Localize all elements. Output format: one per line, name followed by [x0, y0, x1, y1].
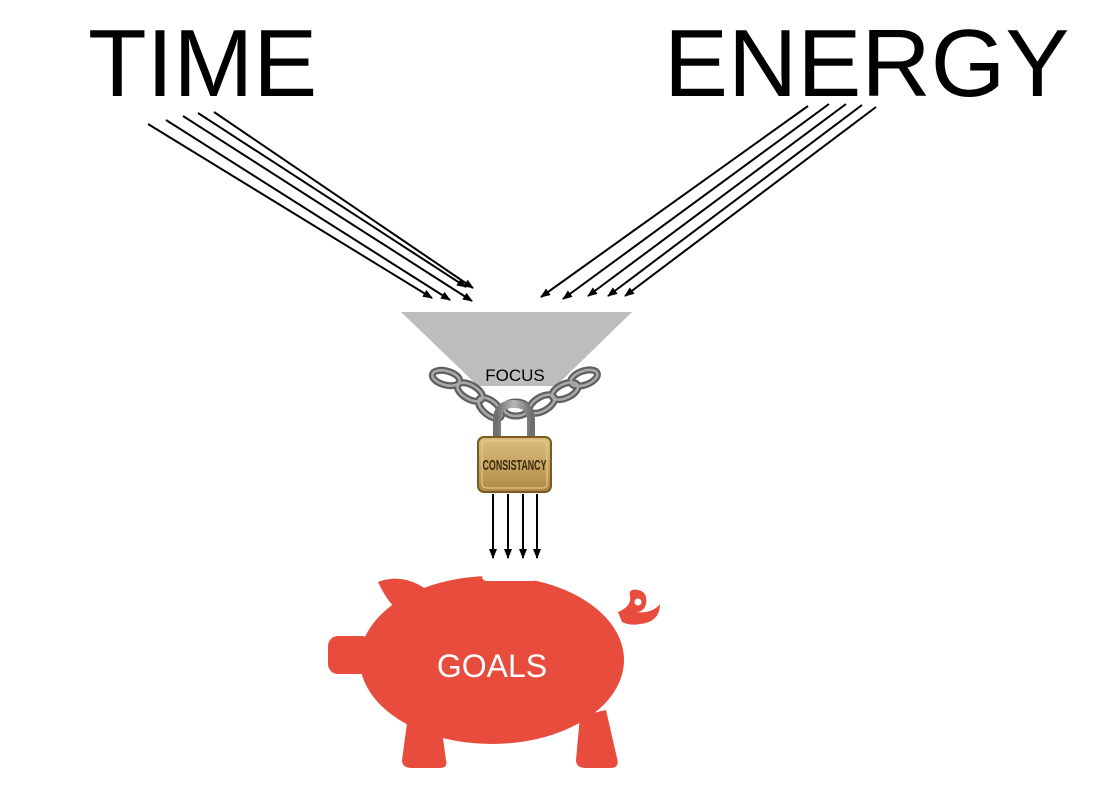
time-arrow [213, 111, 474, 289]
goals-label: GOALS [437, 648, 547, 684]
time-arrow [197, 112, 467, 288]
energy-arrow [540, 105, 809, 298]
energy-arrow [607, 104, 863, 297]
piggy-bank-icon: GOALS [328, 572, 660, 768]
padlock-icon: CONSISTANCY [477, 399, 552, 493]
time-arrow [182, 115, 473, 302]
time-arrows [147, 111, 474, 302]
chain-icon [428, 366, 601, 422]
time-label: TIME [88, 10, 317, 117]
energy-arrows [540, 103, 877, 300]
time-arrow [147, 123, 433, 299]
time-arrow [165, 119, 451, 301]
consistency-label: CONSISTANCY [483, 457, 547, 474]
funnel-icon [401, 312, 632, 386]
output-arrows [489, 494, 541, 559]
energy-arrow [562, 103, 830, 300]
energy-arrow [624, 106, 877, 297]
energy-label: ENERGY [664, 10, 1069, 117]
focus-label: FOCUS [485, 366, 545, 385]
energy-arrow [587, 103, 847, 297]
